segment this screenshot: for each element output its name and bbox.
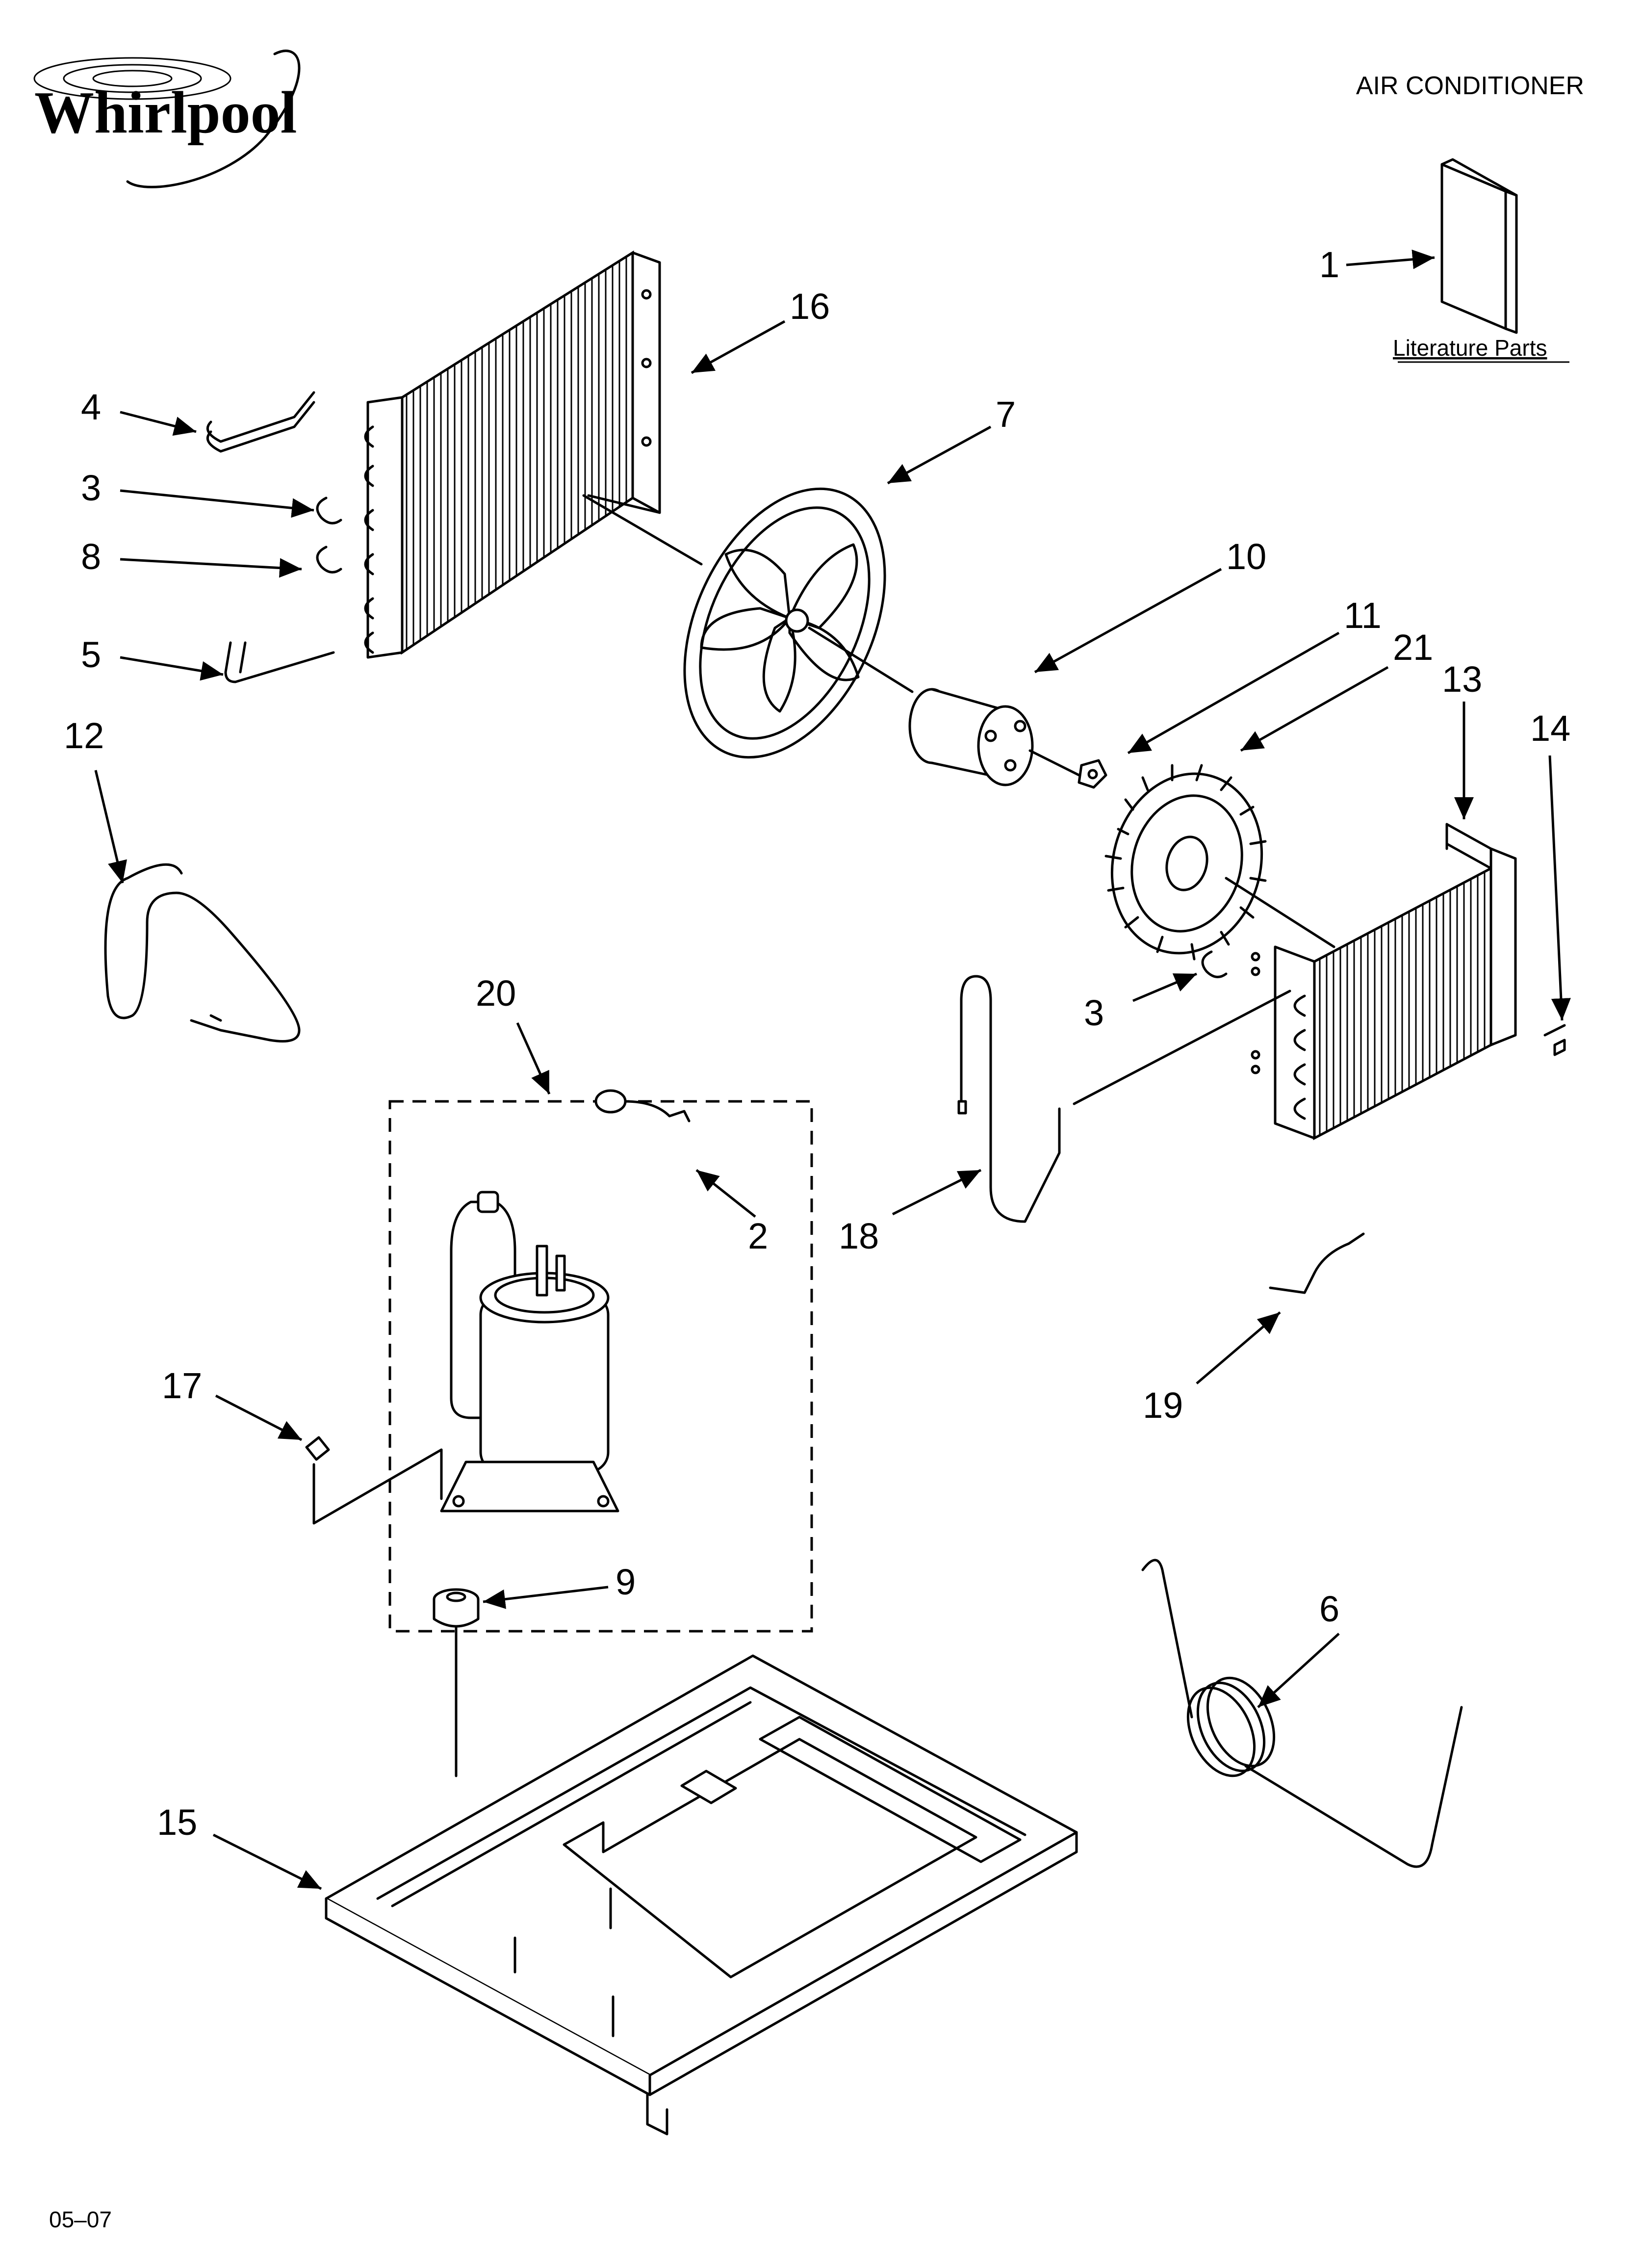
callout-10: 10 — [1226, 536, 1266, 577]
fan-motor — [908, 688, 1080, 786]
ground-terminal — [305, 1436, 443, 1525]
brand-logo-text: Whirlpool — [34, 79, 297, 146]
clip-3-right — [1201, 950, 1228, 978]
callout-5: 5 — [81, 634, 101, 675]
condenser-fan-blade — [683, 487, 886, 759]
callout-17: 17 — [162, 1365, 202, 1406]
tube-assembly-4 — [206, 391, 315, 453]
callout-21: 21 — [1393, 627, 1433, 668]
tube-assembly-5 — [224, 641, 335, 683]
whirlpool-logo: Whirlpool — [33, 50, 301, 188]
compressor — [440, 1191, 619, 1512]
callout-1: 1 — [1319, 244, 1339, 285]
base-pan — [325, 1654, 1078, 2136]
overload-protector — [594, 1089, 691, 1122]
thermistor-clip — [1543, 1024, 1566, 1056]
literature-parts-label: Literature Parts — [1393, 335, 1547, 361]
callout-3-left: 3 — [81, 468, 101, 508]
callout-15: 15 — [157, 1802, 197, 1843]
compressor-grommet — [433, 1588, 480, 1628]
callout-4: 4 — [81, 387, 101, 427]
callout-18: 18 — [839, 1216, 879, 1256]
callout-19: 19 — [1143, 1385, 1183, 1426]
shaft-nut — [1078, 759, 1107, 789]
clip-3-left — [316, 496, 342, 524]
evaporator-coil — [1251, 823, 1517, 1141]
literature-parts-booklet — [1440, 158, 1518, 334]
refrigerant-tube-18 — [957, 975, 1061, 1223]
blower-wheel — [1104, 764, 1267, 961]
callout-12: 12 — [64, 715, 104, 756]
callout-14: 14 — [1530, 708, 1570, 749]
callout-9: 9 — [616, 1562, 636, 1602]
callout-8: 8 — [81, 536, 101, 577]
callout-3-right: 3 — [1084, 992, 1104, 1033]
refrigerant-tube-12 — [104, 863, 301, 1043]
callout-7: 7 — [996, 394, 1016, 435]
callout-13: 13 — [1442, 659, 1482, 700]
callout-6: 6 — [1319, 1589, 1339, 1629]
capillary-tube-19 — [1269, 1232, 1365, 1294]
callout-11: 11 — [1344, 595, 1382, 636]
page-title: AIR CONDITIONER — [1356, 72, 1584, 100]
condenser-coil — [364, 250, 661, 659]
clip-8 — [316, 546, 342, 574]
callout-16: 16 — [790, 286, 830, 327]
callout-2: 2 — [748, 1216, 768, 1256]
capillary-coil — [1141, 1559, 1463, 1868]
callout-20: 20 — [476, 973, 516, 1014]
document-code: 05–07 — [49, 2207, 112, 2232]
